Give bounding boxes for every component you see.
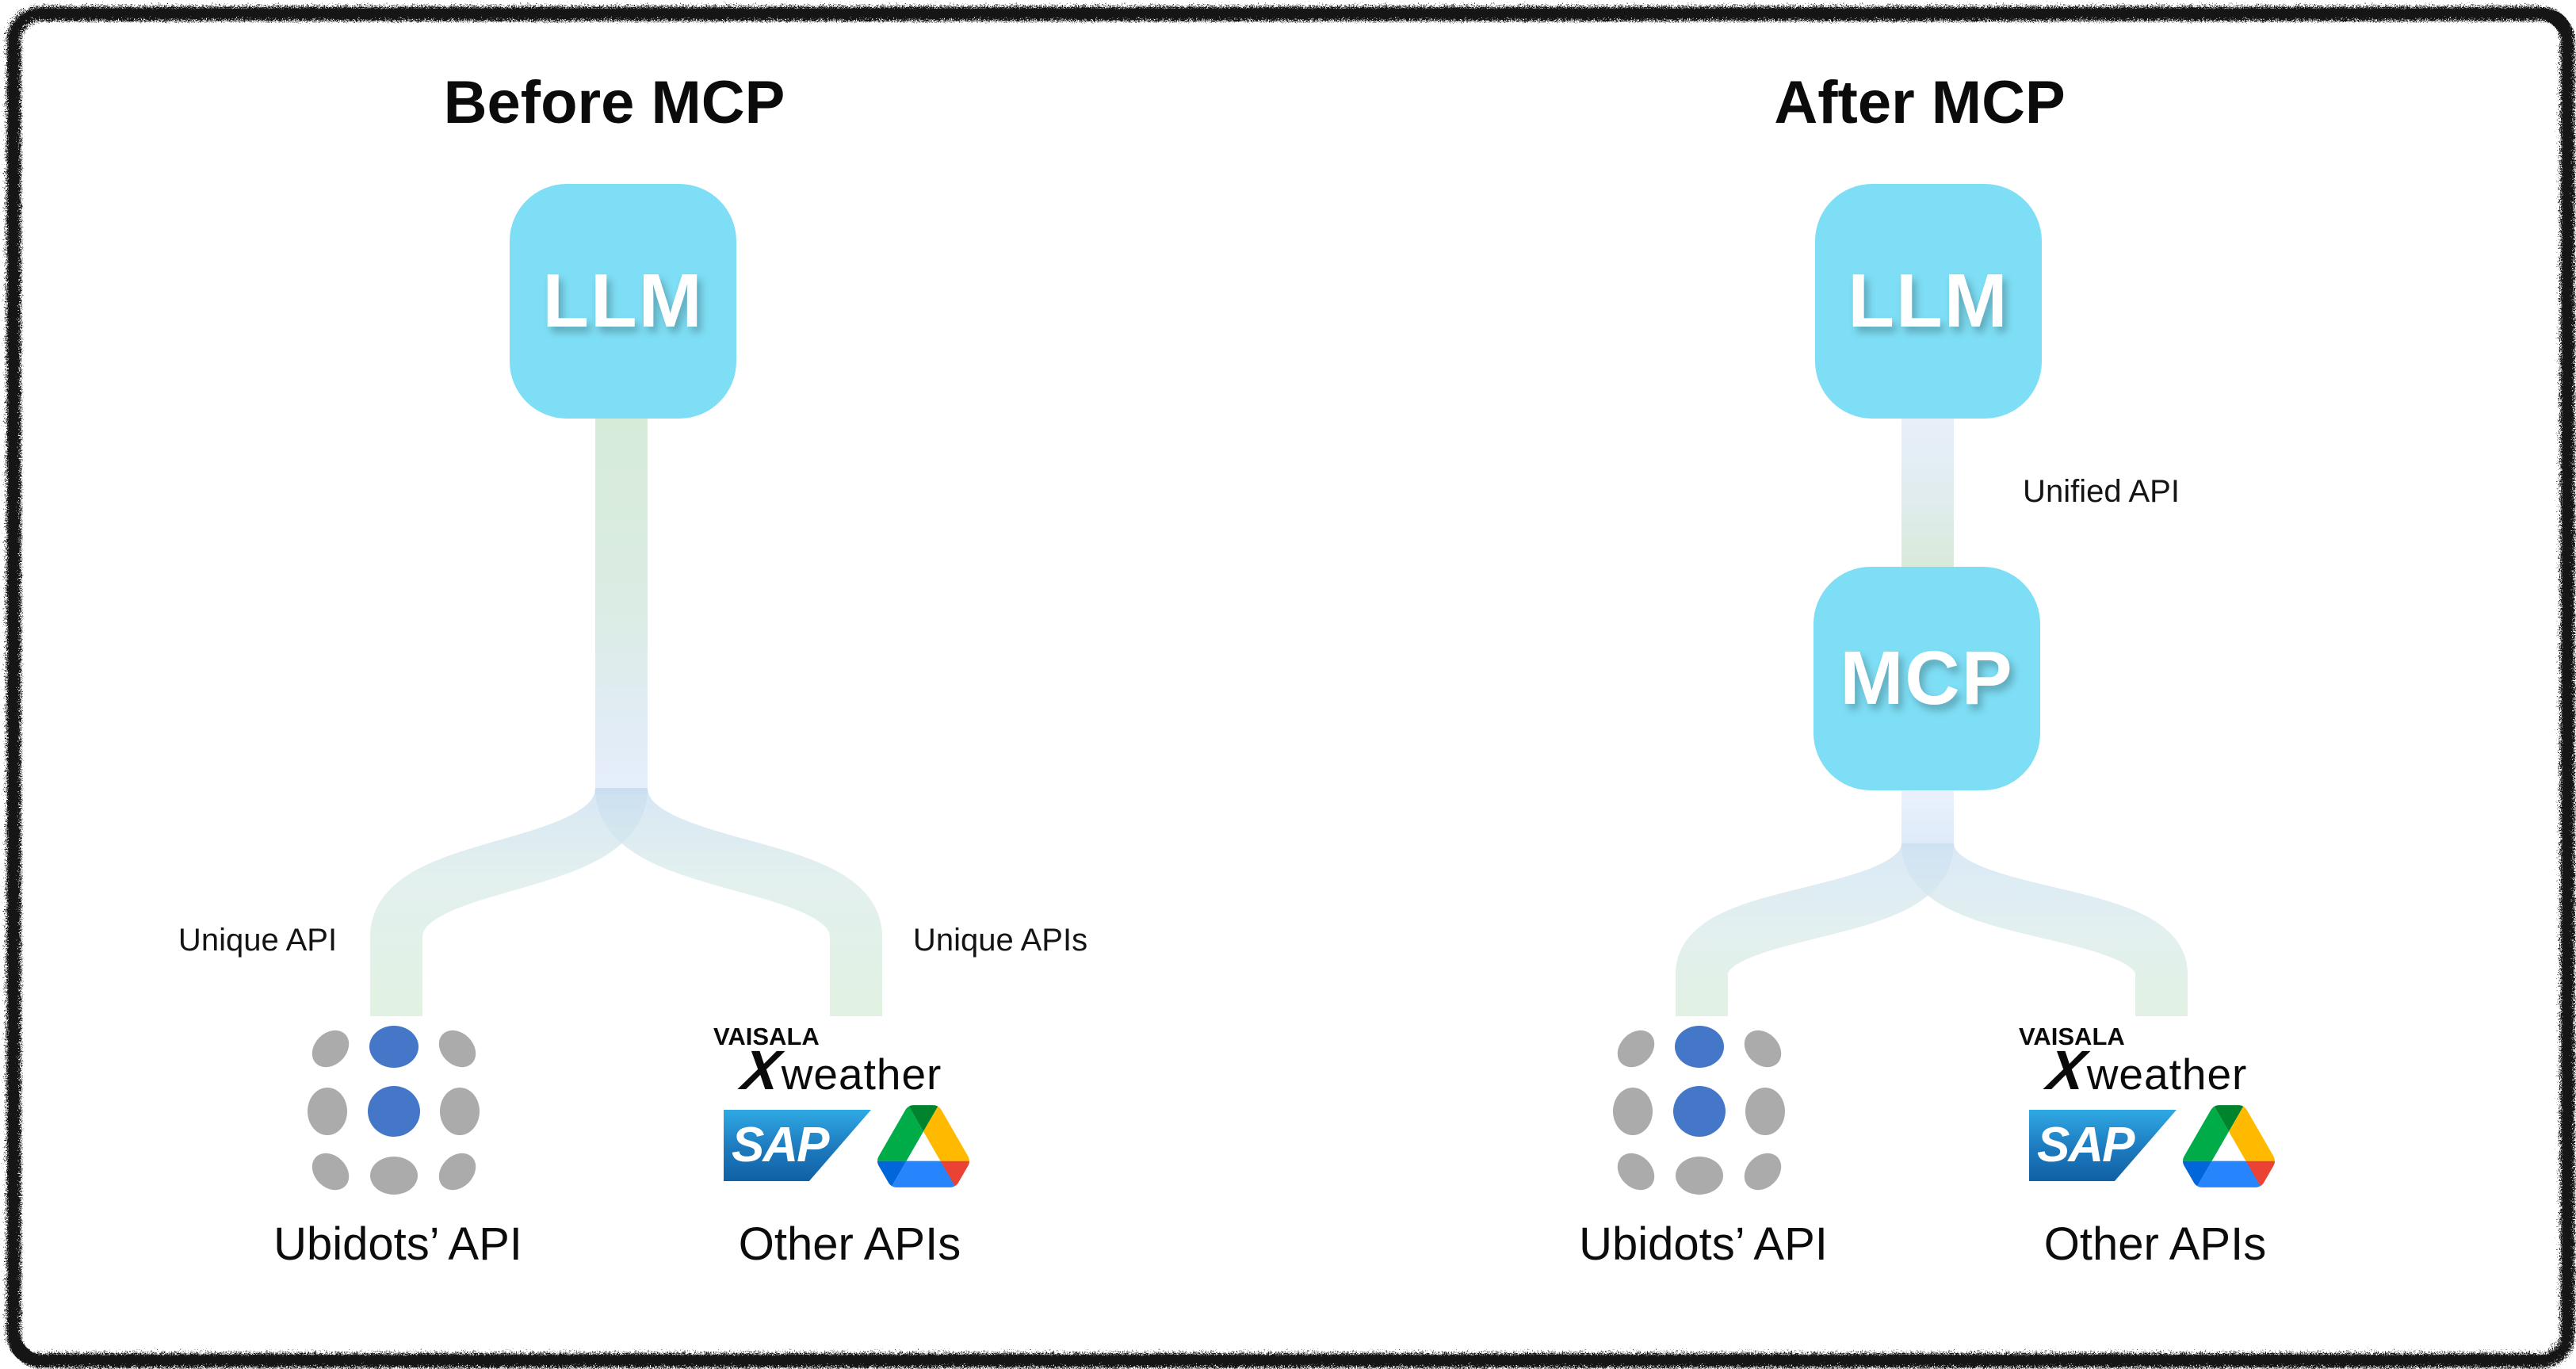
ubidots-dot <box>440 1088 480 1135</box>
sap-logo: SAP <box>724 1110 871 1181</box>
ubidots-dot <box>1745 1088 1785 1135</box>
xweather-word: weather <box>2086 1050 2248 1099</box>
sap-logo-text: SAP <box>732 1118 829 1172</box>
before-left-branch <box>370 785 648 1016</box>
ubidots-dot <box>1737 1023 1789 1075</box>
ubidots-logo <box>304 1019 483 1198</box>
ubidots-api-label: Ubidots’ API <box>273 1218 522 1270</box>
google-drive-logo <box>2183 1105 2275 1187</box>
other-apis-logo-group: VAISALA X weather SAP <box>2016 1021 2290 1199</box>
unique-api-label: Unique API <box>178 923 338 958</box>
ubidots-dot <box>1737 1145 1789 1198</box>
unique-apis-label: Unique APIs <box>912 923 1088 958</box>
after-mcp-title: After MCP <box>1774 69 2066 136</box>
ubidots-dot-blue <box>1673 1086 1726 1137</box>
ubidots-dot <box>304 1145 357 1198</box>
after-right-branch <box>1901 839 2188 1016</box>
ubidots-logo <box>1610 1019 1789 1198</box>
ubidots-dot-blue <box>368 1086 420 1137</box>
ubidots-dot <box>304 1023 357 1075</box>
ubidots-dot <box>431 1145 483 1198</box>
xweather-word: weather <box>781 1050 942 1099</box>
llm-node-label: LLM <box>542 258 704 343</box>
sap-logo: SAP <box>2029 1110 2177 1181</box>
before-right-branch <box>595 785 882 1016</box>
xweather-x-glyph: X <box>2043 1039 2090 1101</box>
after-main-stem <box>1901 790 1954 849</box>
ubidots-dot <box>1613 1088 1653 1135</box>
xweather-logo: X weather <box>2044 1038 2248 1102</box>
ubidots-dot-blue <box>1675 1026 1724 1068</box>
before-fork-connector <box>370 419 882 1016</box>
ubidots-dot <box>308 1088 347 1135</box>
ubidots-dot <box>1610 1145 1662 1198</box>
other-apis-label: Other APIs <box>2043 1218 2267 1270</box>
ubidots-api-label: Ubidots’ API <box>1579 1218 1828 1270</box>
ubidots-dot <box>1676 1157 1723 1195</box>
xweather-logo: X weather <box>739 1038 942 1102</box>
after-fork-connector <box>1676 790 2188 1016</box>
google-drive-logo <box>877 1105 969 1187</box>
xweather-x-glyph: X <box>738 1039 785 1101</box>
before-mcp-title: Before MCP <box>443 69 785 136</box>
panel-before-mcp: Before MCP LLM <box>178 69 1088 1270</box>
other-apis-logo-group: VAISALA X weather SAP <box>711 1021 984 1199</box>
ubidots-dot <box>370 1157 418 1195</box>
after-left-branch <box>1676 839 1954 1016</box>
ubidots-dot <box>1610 1023 1662 1075</box>
llm-node: LLM <box>510 184 736 419</box>
ubidots-dot-blue <box>369 1026 419 1068</box>
ubidots-dot <box>431 1023 483 1075</box>
before-main-stem <box>595 419 648 794</box>
sap-logo-text: SAP <box>2037 1118 2135 1172</box>
llm-node-label: LLM <box>1848 258 2009 343</box>
llm-node-after: LLM <box>1815 184 2042 419</box>
panel-after-mcp: After MCP LLM Unified API MCP <box>1305 0 2576 1369</box>
other-apis-label: Other APIs <box>738 1218 961 1270</box>
